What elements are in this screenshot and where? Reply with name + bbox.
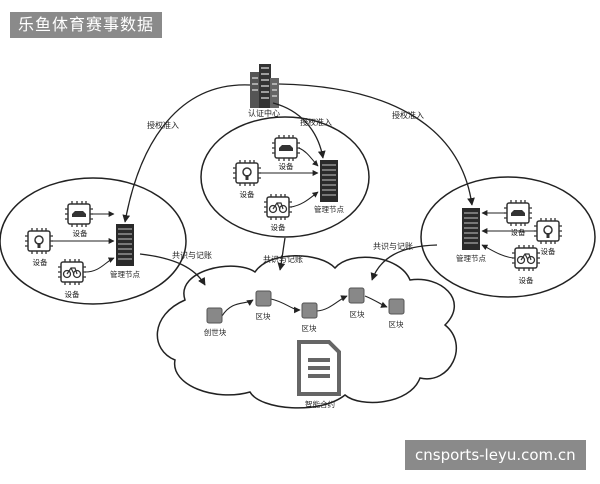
link-right-bike <box>481 244 514 259</box>
manage-node-label-left: 管理节点 <box>110 269 140 279</box>
block-cube-1 <box>255 290 272 307</box>
block-cube-2 <box>301 302 318 319</box>
manage-node-label-right: 管理节点 <box>456 253 486 263</box>
auth-center-label: 认证中心 <box>248 108 280 118</box>
device-label-left-bike: 设备 <box>65 289 80 299</box>
consensus-link-center <box>277 237 286 271</box>
chain-link-1 <box>221 299 254 317</box>
camera-device-right <box>533 217 563 245</box>
auth-access-label-right: 授权准入 <box>392 110 424 120</box>
document-icon <box>297 340 341 396</box>
device-label-left-camera: 设备 <box>33 257 48 267</box>
auth-link-left <box>122 84 251 223</box>
auth-link-right <box>278 83 475 206</box>
bike-device-center <box>263 193 293 221</box>
right-node-group <box>420 176 596 298</box>
camera-device-center <box>232 159 262 187</box>
car-device-center <box>271 134 301 162</box>
block-label-4: 区块 <box>389 319 404 329</box>
device-label-center-bike: 设备 <box>271 222 286 232</box>
genesis-block-cube <box>206 307 223 324</box>
center-node-group <box>200 116 370 238</box>
watermark-text: cnsports-leyu.com.cn <box>405 440 586 470</box>
device-label-right-bike: 设备 <box>519 275 534 285</box>
auth-access-label-left: 授权准入 <box>147 120 179 130</box>
manage-node-server-center <box>320 160 338 202</box>
manage-node-server-right <box>462 208 480 250</box>
building-icon <box>250 64 279 108</box>
device-label-center-camera: 设备 <box>240 189 255 199</box>
block-label-1: 区块 <box>256 311 271 321</box>
link-center-car <box>298 147 319 167</box>
link-center-bike <box>290 191 319 208</box>
consensus-link-right <box>370 244 438 281</box>
page-title: 乐鱼体育赛事数据 <box>10 12 163 38</box>
bike-device-right <box>511 244 541 272</box>
block-cube-4 <box>388 298 405 315</box>
car-device-right <box>503 199 533 227</box>
device-label-center-car: 设备 <box>279 161 294 171</box>
auth-access-label-center: 授权准入 <box>300 117 332 127</box>
manage-node-server-left <box>116 224 134 266</box>
device-label-right-car: 设备 <box>511 227 526 237</box>
chain-link-2 <box>270 298 301 314</box>
link-left-bike <box>84 257 115 273</box>
consensus-label-left: 共识与记账 <box>172 251 212 260</box>
camera-device-left <box>24 227 54 255</box>
block-label-2: 区块 <box>302 323 317 333</box>
bike-device-left <box>57 258 87 286</box>
blockchain-cloud <box>156 255 457 409</box>
block-label-3: 区块 <box>350 309 365 319</box>
genesis-block-label: 创世块 <box>204 327 227 337</box>
consensus-link-left <box>139 253 206 286</box>
device-label-right-camera: 设备 <box>541 246 556 256</box>
device-label-left-car: 设备 <box>73 228 88 238</box>
smart-contract-label: 智能合约 <box>305 399 335 409</box>
consensus-label-right: 共识与记账 <box>373 242 413 251</box>
block-cube-3 <box>348 287 365 304</box>
chain-link-4 <box>364 295 388 308</box>
auth-link-center <box>272 102 326 159</box>
consensus-label-center: 共识与记账 <box>263 255 303 264</box>
manage-node-label-center: 管理节点 <box>314 204 344 214</box>
car-device-left <box>64 200 94 228</box>
chain-link-3 <box>316 295 348 312</box>
